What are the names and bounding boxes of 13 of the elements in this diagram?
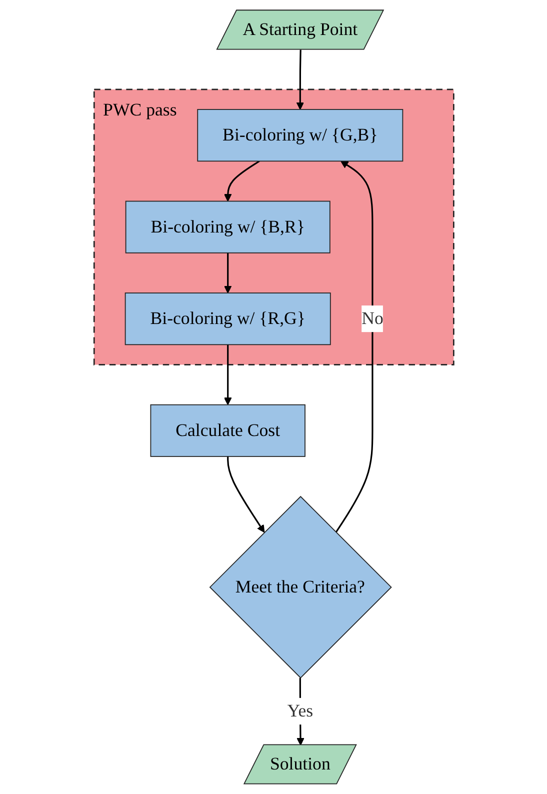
arrow <box>296 50 304 110</box>
arrow <box>224 160 260 202</box>
edge-label: No <box>361 309 383 329</box>
arrow <box>226 456 264 533</box>
arrow <box>224 252 232 294</box>
node-box: Bi-coloring w/ {B,R} <box>124 200 330 254</box>
arrow <box>224 344 232 406</box>
node-box: Calculate Cost <box>150 404 306 457</box>
edge-label: Yes <box>286 701 313 722</box>
node-box: Bi-coloring w/ {G,B} <box>196 109 403 162</box>
arrow <box>334 160 373 533</box>
node-diamond: Meet the Criteria? <box>208 496 392 678</box>
node-box: Bi-coloring w/ {R,G} <box>124 292 330 346</box>
